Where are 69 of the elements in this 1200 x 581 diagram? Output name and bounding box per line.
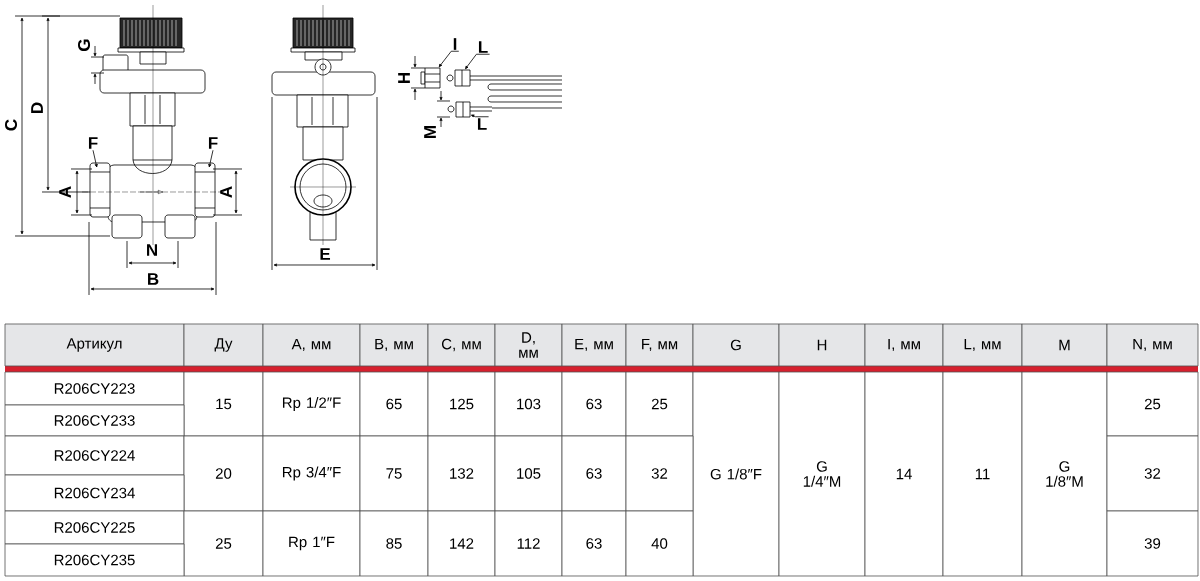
dimension-label: C [5,119,18,131]
table-cell: Rp 1″F [262,510,361,577]
table-cell: Rp 3/4″F [262,435,361,512]
table-cell: 63 [561,435,627,512]
table-cell: 112 [494,510,563,577]
dimension-label: B [148,273,159,285]
callout-letter: F [88,137,98,149]
table-cell: 15 [183,371,264,437]
callout-letter: L [477,118,487,130]
fitting-drawing [420,67,441,89]
table-cell: 103 [494,371,563,437]
table-cell: 25 [183,510,264,577]
dimension-label: E [320,248,330,260]
table-cell: 63 [561,510,627,577]
table-cell: R206CY223 [4,371,185,406]
table-header-cell: N, мм [1106,323,1199,367]
table-cell: 32 [625,435,694,512]
table-header-cell: F, мм [625,323,694,367]
table-cell: 20 [183,435,264,512]
table-header-cell: I, мм [864,323,944,367]
table-cell: 85 [359,510,429,577]
table-cell: Rp 1/2″F [262,371,361,437]
dimension-label: A [220,186,232,198]
callout-letter: I [453,38,457,50]
table-cell: 32 [1106,435,1199,512]
table-header-cell: L, мм [942,323,1023,367]
dimension-label: M [424,126,436,138]
table-header-cell: G [692,323,780,367]
table-cell: 125 [427,371,496,437]
table-cell: R206CY224 [4,435,185,476]
leader-line [465,53,490,70]
table-header-cell: M [1021,323,1108,367]
table-cell: 63 [561,371,627,437]
table-cell: 39 [1106,510,1199,577]
table-cell: R206CY234 [4,474,185,512]
table-cell: 105 [494,435,563,512]
table-cell: G 1/4″M [778,371,866,577]
table-cell: R206CY235 [4,543,185,577]
table-header-cell: E, мм [561,323,627,367]
dimension-label: N [147,244,157,256]
callout-letter: L [478,41,488,53]
dimension-label: H [398,73,410,83]
leader-line [208,149,214,168]
leader-line [471,114,489,118]
table-header-cell: B, мм [359,323,429,367]
fitting-drawing [447,101,471,118]
table-cell: 75 [359,435,429,512]
table-cell: 142 [427,510,496,577]
table-cell: 25 [1106,371,1199,437]
table-cell: 25 [625,371,694,437]
table-header-cell: H [778,323,866,367]
fitting-drawing [446,69,471,87]
leader-line [438,50,460,68]
table-cell: 14 [864,371,944,577]
table-cell: 40 [625,510,694,577]
dimension-label: D [31,102,43,113]
table-header-cell: D, мм [494,323,563,367]
table-header-cell: Ду [183,323,264,367]
dimension-label: A [59,186,71,198]
table-header-cell: C, мм [427,323,496,367]
dimension-label: G [78,39,91,51]
table-header-cell: A, мм [262,323,361,367]
leader-line [92,149,98,168]
table-cell: 11 [942,371,1023,577]
table-cell: 132 [427,435,496,512]
table-cell: 65 [359,371,429,437]
callout-letter: F [208,137,218,149]
table-cell: R206CY233 [4,404,185,437]
table-cell: R206CY225 [4,510,185,545]
